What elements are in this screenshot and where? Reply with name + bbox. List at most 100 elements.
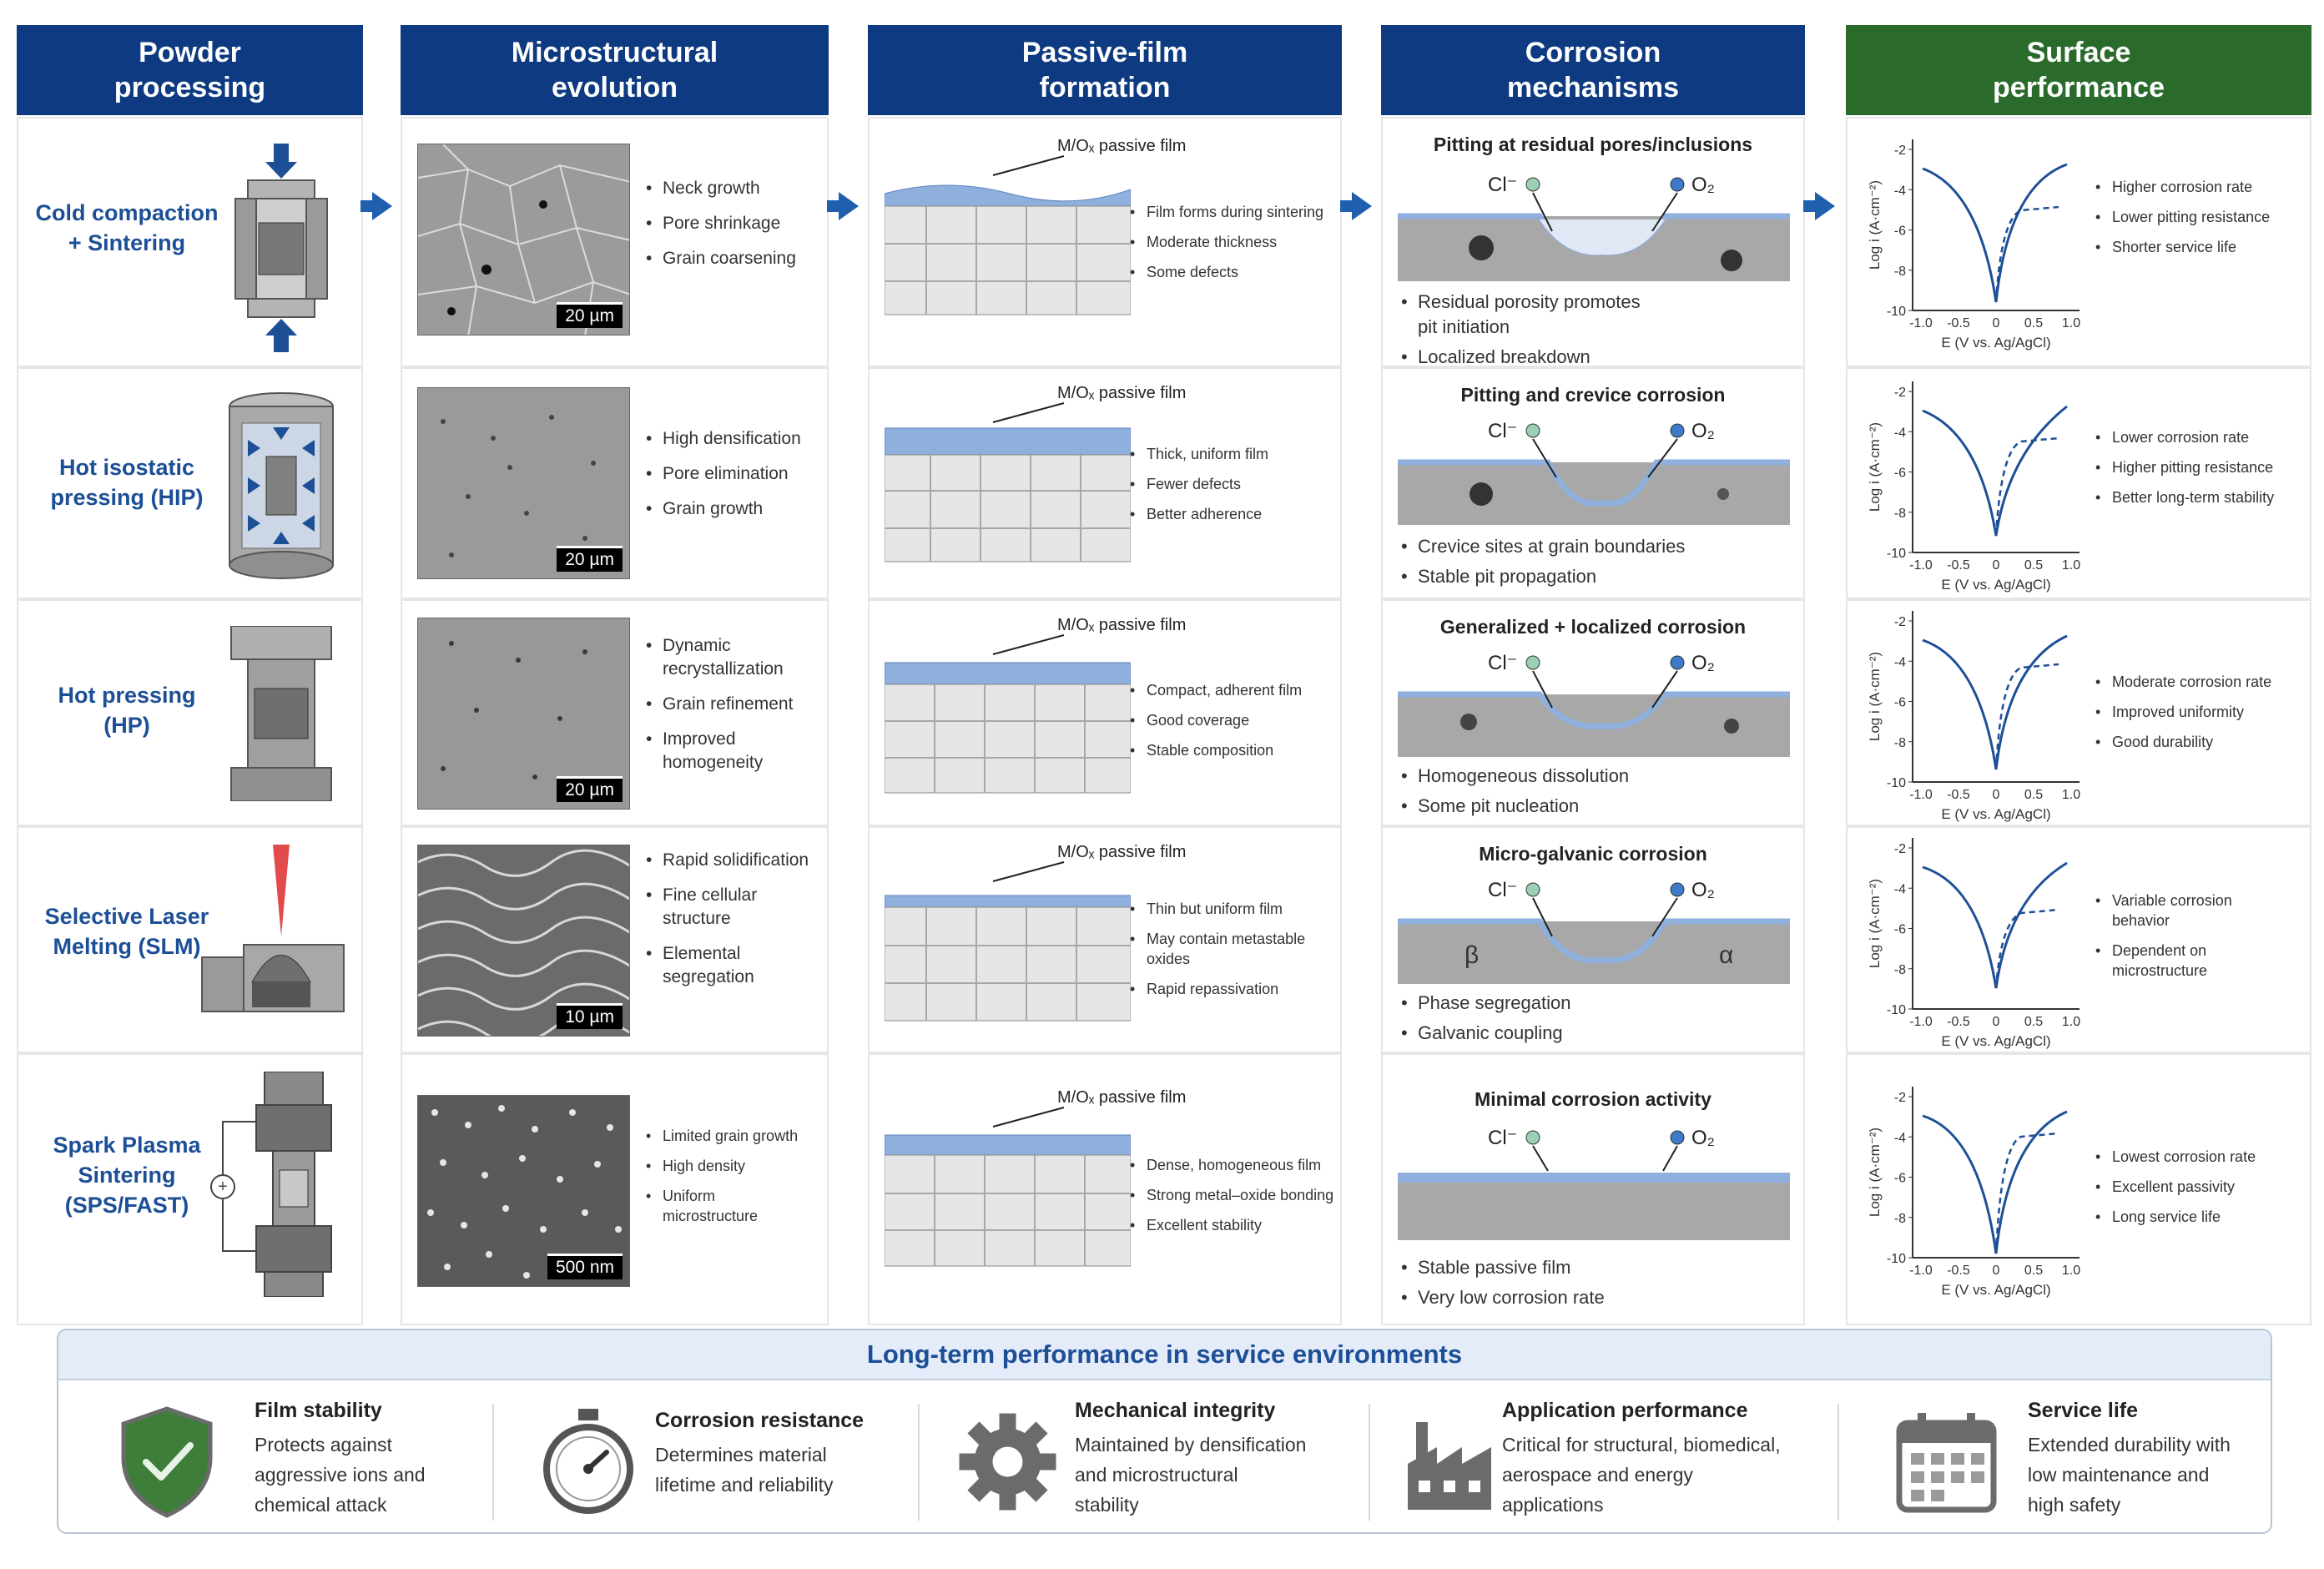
film-label: M/Oₓ passive film bbox=[1057, 843, 1187, 861]
bullet: Limited grain growth bbox=[644, 1126, 798, 1146]
shield-check-icon bbox=[121, 1406, 213, 1518]
process-row-hip: Hot isostatic pressing (HIP) bbox=[17, 367, 363, 599]
micro-bullets: Dynamic recrystallization Grain refineme… bbox=[644, 634, 793, 786]
corrosion-row: Pitting at residual pores/inclusions Cl⁻… bbox=[1381, 117, 1805, 370]
oxygen-label: O₂ bbox=[1691, 1127, 1715, 1149]
film-bullets: Thick, uniform film Fewer defects Better… bbox=[1128, 444, 1268, 534]
bullet: Rapid repassivation bbox=[1128, 979, 1340, 999]
bullet: Long service life bbox=[2094, 1207, 2256, 1227]
film-cross-section bbox=[885, 155, 1131, 315]
y-tick-label: -8 bbox=[1894, 265, 1906, 279]
bullet: Compact, adherent film bbox=[1128, 680, 1302, 700]
x-tick-label: -1.0 bbox=[1909, 558, 1933, 573]
bullet: High densification bbox=[644, 427, 801, 451]
process-label: Hot pressing (HP) bbox=[58, 683, 196, 738]
bullet: Higher pitting resistance bbox=[2094, 457, 2274, 477]
footer-item-title: Application performance bbox=[1502, 1399, 1748, 1422]
bullet: Crevice sites at grain boundaries bbox=[1399, 534, 1685, 559]
laser-melting-icon bbox=[201, 845, 345, 1012]
x-tick-label: -1.0 bbox=[1909, 316, 1933, 330]
process-label: Selective Laser Melting (SLM) bbox=[44, 904, 209, 959]
x-tick-label: 0 bbox=[1993, 788, 2000, 802]
minimal-corrosion-diagram: Cl⁻ O₂ bbox=[1398, 1127, 1790, 1240]
x-axis-label: E (V vs. Ag/AgCl) bbox=[1941, 335, 2050, 351]
corrosion-bullets: Homogeneous dissolution Some pit nucleat… bbox=[1399, 764, 1629, 824]
corrosion-bullets: Stable passive film Very low corrosion r… bbox=[1399, 1255, 1605, 1315]
x-tick-label: -1.0 bbox=[1909, 788, 1933, 802]
process-row-slm: Selective Laser Melting (SLM) bbox=[17, 826, 363, 1053]
x-axis-label: E (V vs. Ag/AgCl) bbox=[1941, 1282, 2050, 1298]
bullet: Homogeneous dissolution bbox=[1399, 764, 1629, 789]
bullet: Dynamic recrystallization bbox=[644, 634, 793, 681]
process-label: Spark Plasma Sintering (SPS/FAST) bbox=[53, 1133, 201, 1218]
micrograph-slm: 10 µm bbox=[417, 845, 630, 1037]
bullet: Elemental segregation bbox=[644, 942, 809, 989]
x-axis-label: E (V vs. Ag/AgCl) bbox=[1941, 1033, 2050, 1049]
x-tick-label: 1.0 bbox=[2062, 1015, 2080, 1029]
microstructure-column: Microstructural evolution 20 µm Neck gro… bbox=[401, 25, 829, 1325]
mechanism-title: Generalized + localized corrosion bbox=[1439, 616, 1747, 638]
bullet: Grain growth bbox=[644, 497, 801, 521]
film-label: M/Oₓ passive film bbox=[1057, 1088, 1187, 1107]
bullet: Uniform microstructure bbox=[644, 1186, 798, 1226]
bullet: Improved uniformity bbox=[2094, 702, 2271, 722]
bullet: Good coverage bbox=[1128, 710, 1302, 730]
chloride-label: Cl⁻ bbox=[1488, 652, 1517, 674]
service-performance-panel: Long-term performance in service environ… bbox=[57, 1329, 2272, 1534]
x-tick-label: 1.0 bbox=[2062, 788, 2080, 802]
micrograph-sintered: 20 µm bbox=[417, 144, 630, 335]
bullet: Residual porosity promotes pit initiatio… bbox=[1399, 290, 1641, 340]
film-row: M/Oₓ passive film Thin but uniform film … bbox=[868, 826, 1342, 1053]
y-tick-label: -10 bbox=[1887, 776, 1906, 790]
factory-icon bbox=[1408, 1422, 1491, 1510]
x-tick-label: 0 bbox=[1993, 316, 2000, 330]
bullet: Improved homogeneity bbox=[644, 728, 793, 774]
flow-arrow-icon bbox=[360, 192, 392, 220]
bullet: Strong metal–oxide bonding bbox=[1128, 1185, 1333, 1205]
hip-vessel-icon bbox=[229, 392, 334, 579]
y-tick-label: -6 bbox=[1894, 1172, 1906, 1186]
oxygen-label: O₂ bbox=[1691, 652, 1715, 674]
y-tick-label: -2 bbox=[1894, 842, 1906, 856]
polarization-curve-solid bbox=[1922, 634, 2068, 770]
cold-compaction-press-icon bbox=[234, 144, 328, 352]
y-tick-label: -8 bbox=[1894, 507, 1906, 521]
x-tick-label: 0.5 bbox=[2024, 558, 2043, 573]
x-tick-label: -0.5 bbox=[1947, 558, 1970, 573]
x-tick-label: -0.5 bbox=[1947, 1264, 1970, 1278]
x-axis-label: E (V vs. Ag/AgCl) bbox=[1941, 577, 2050, 593]
mechanism-title: Minimal corrosion activity bbox=[1475, 1088, 1711, 1110]
film-label: M/Oₓ passive film bbox=[1057, 137, 1187, 155]
mechanism-title: Micro-galvanic corrosion bbox=[1479, 843, 1707, 865]
polarization-curve-dashed bbox=[1994, 436, 2059, 537]
bullet: High density bbox=[644, 1156, 798, 1176]
film-bullets: Compact, adherent film Good coverage Sta… bbox=[1128, 680, 1302, 770]
footer-item-title: Service life bbox=[2028, 1399, 2139, 1422]
bullet: Fine cellular structure bbox=[644, 884, 809, 931]
film-cross-section bbox=[885, 402, 1131, 563]
film-cross-section bbox=[885, 634, 1131, 794]
divider bbox=[1369, 1404, 1370, 1521]
bullet: Moderate corrosion rate bbox=[2094, 672, 2271, 692]
polarization-curve-solid bbox=[1922, 405, 2068, 537]
y-tick-label: -6 bbox=[1894, 923, 1906, 937]
y-tick-label: -2 bbox=[1894, 1091, 1906, 1105]
micro-bullets: Rapid solidification Fine cellular struc… bbox=[644, 849, 809, 1001]
bullet: Galvanic coupling bbox=[1399, 1021, 1570, 1046]
y-tick-label: -2 bbox=[1894, 615, 1906, 629]
corrosion-bullets: Residual porosity promotes pit initiatio… bbox=[1399, 290, 1641, 375]
process-row-hot-pressing: Hot pressing (HP) bbox=[17, 599, 363, 826]
bullet: Better long-term stability bbox=[2094, 487, 2274, 507]
process-row-sps: Spark Plasma Sintering (SPS/FAST) + bbox=[17, 1053, 363, 1325]
scale-bar: 20 µm bbox=[557, 776, 623, 802]
y-axis-label: Log i (A·cm⁻²) bbox=[1867, 879, 1883, 968]
x-tick-label: 0 bbox=[1993, 1264, 2000, 1278]
corrosion-row: Pitting and crevice corrosion Cl⁻ O₂ Cre… bbox=[1381, 367, 1805, 599]
footer-item-text: Determines material lifetime and reliabi… bbox=[655, 1444, 834, 1496]
